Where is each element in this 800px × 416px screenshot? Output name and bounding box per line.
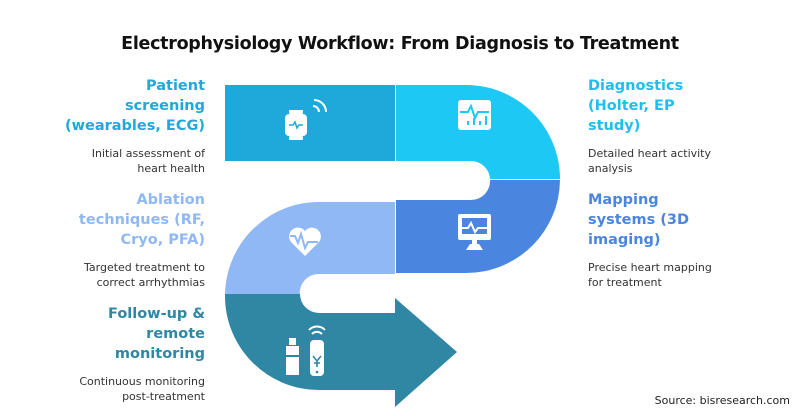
step-description: Targeted treatment to correct arrhythmia… <box>84 261 205 289</box>
step-follow-up: Follow-up & remote monitoring Continuous… <box>15 304 205 404</box>
heart-activity-chart-icon <box>458 100 491 130</box>
page-title: Electrophysiology Workflow: From Diagnos… <box>121 34 679 54</box>
smartwatch-icon <box>285 99 327 140</box>
remote-monitor-device-icon <box>286 325 326 376</box>
step-heading: Ablation techniques (RF, Cryo, PFA) <box>78 192 205 248</box>
step-description: Continuous monitoring post-treatment <box>79 375 205 403</box>
step-description: Precise heart mapping for treatment <box>588 261 712 289</box>
step-heading: Follow-up & remote monitoring <box>108 306 205 362</box>
step-mapping: Mapping systems (3D imaging) Precise hea… <box>588 190 778 290</box>
segment-screening <box>225 85 395 161</box>
heart-pulse-icon <box>289 227 321 256</box>
step-description: Initial assessment of heart health <box>91 147 205 175</box>
segment-followup-arrow <box>225 294 457 407</box>
step-heading: Patient screening (wearables, ECG) <box>64 78 205 134</box>
step-description: Detailed heart activity analysis <box>588 147 712 175</box>
step-ablation: Ablation techniques (RF, Cryo, PFA) Targ… <box>15 190 205 290</box>
step-heading: Mapping systems (3D imaging) <box>588 192 690 248</box>
step-heading: Diagnostics (Holter, EP study) <box>588 78 684 134</box>
monitor-ecg-icon <box>458 214 491 250</box>
segment-diagnostics <box>396 85 560 179</box>
step-diagnostics: Diagnostics (Holter, EP study) Detailed … <box>588 76 778 176</box>
source-note: Source: bisresearch.com <box>654 394 790 407</box>
step-patient-screening: Patient screening (wearables, ECG) Initi… <box>15 76 205 176</box>
